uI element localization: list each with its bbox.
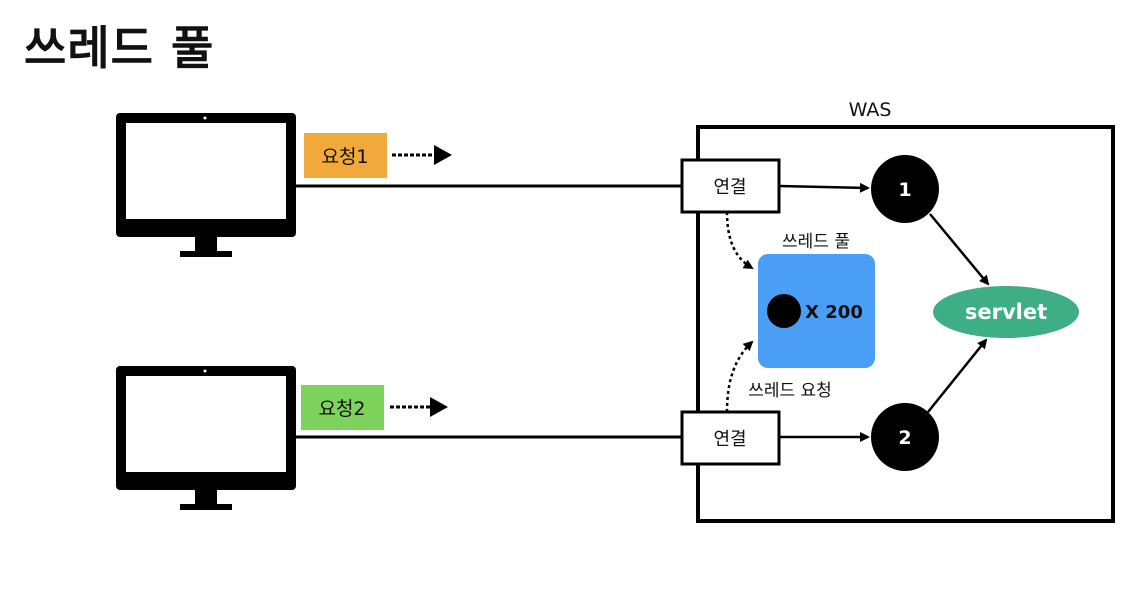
request-1-badge: 요청1 (304, 133, 387, 178)
dotted-arrow-connection-2-to-pool (725, 340, 754, 413)
connection-box-2: 연결 (680, 410, 781, 466)
request-2-label: 요청2 (318, 398, 365, 420)
thread-1-node: 1 (871, 155, 939, 223)
servlet-label: servlet (965, 300, 1047, 324)
connection-box-2-label: 연결 (713, 429, 746, 450)
dotted-arrow-connection-1-to-pool (725, 211, 754, 270)
servlet-node: servlet (933, 286, 1079, 338)
arrow-thread-1-to-servlet (929, 213, 990, 286)
arrow-to-thread-1 (778, 182, 870, 193)
thread-1-label: 1 (898, 179, 911, 201)
page-title: 쓰레드 풀 (24, 21, 215, 75)
client-monitor-2-icon (116, 366, 296, 510)
thread-request-label: 쓰레드 요청 (748, 381, 832, 401)
connection-box-1-label: 연결 (713, 177, 746, 198)
client-monitor-1-icon (116, 113, 296, 257)
thread-2-node: 2 (871, 403, 939, 471)
thread-pool-count: X 200 (805, 302, 863, 323)
request-1-arrow (392, 145, 452, 165)
was-container (696, 125, 1115, 523)
thread-pool-box: X 200 (758, 254, 875, 368)
thread-dot-icon (767, 294, 801, 328)
thread-2-label: 2 (898, 427, 911, 449)
arrow-thread-2-to-servlet (927, 338, 988, 413)
was-label: WAS (849, 99, 892, 121)
request-2-badge: 요청2 (301, 385, 384, 430)
request-1-label: 요청1 (321, 146, 368, 168)
thread-pool-title: 쓰레드 풀 (782, 232, 850, 252)
request-2-arrow (390, 397, 448, 417)
connection-box-1: 연결 (680, 158, 781, 214)
